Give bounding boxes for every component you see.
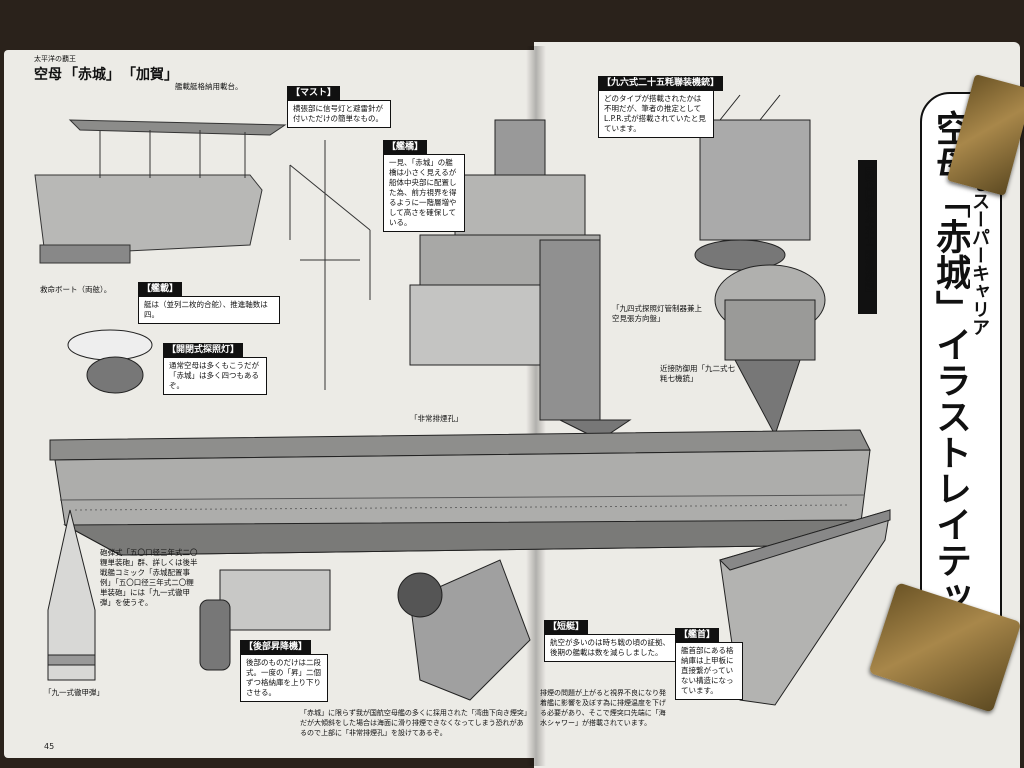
aa-gun-illustration: [694, 94, 811, 271]
title-panel: [920, 92, 1002, 656]
header-kaga: 「加賀」: [122, 67, 178, 83]
bridge-text: 一見、「赤城」の艦橋は小さく見えるが船体中央部に配置した為、前方視界を得るように…: [383, 154, 465, 232]
director-illustration: [714, 264, 826, 437]
header-akagi: 「赤城」: [64, 67, 120, 83]
bow-illustration: [719, 509, 891, 706]
page-number: 45: [44, 742, 55, 751]
mast-text: 横張部に信号灯と避雷針が付いただけの簡単なもの。: [287, 100, 391, 128]
elevator-label: 【後部昇降機】: [240, 640, 312, 655]
boat-caption: 救命ボート（両舷）。: [40, 285, 112, 294]
shell-caption: 「九一式徹甲弾」: [44, 688, 104, 697]
main-title: 空母「赤城」イラストレイテッ: [930, 110, 970, 614]
island-bridge-illustration: [409, 119, 632, 441]
cut-text: 航空が多いのは時ち戦の頃の証拠、後期の艦載は数を減らしました。: [544, 634, 678, 662]
header-prefix: 空母: [34, 67, 62, 83]
left-header: 空母 「赤城」 「加賀」: [34, 64, 178, 84]
bridge-label: 【艦橋】: [383, 140, 428, 155]
aa-text: どのタイプが搭載されたかは不明だが、筆者の推定としてL.P.R.式が搭載されてい…: [598, 90, 714, 138]
stern-detail-illustration: [34, 119, 287, 264]
hangar-label: 【艦首】: [675, 628, 720, 643]
gun-label: 【四五口径十年式十二糎高角砲】: [858, 160, 877, 314]
shell-illustration: [47, 509, 96, 681]
section-label: 太平洋の覇王: [34, 55, 76, 63]
bottom-text-left: 「赤城」に限らず我が国航空母艦の多くに採用された「湾曲下向き煙突」だが大傾斜をし…: [300, 709, 528, 737]
searchlight-label: 【開閉式探照灯】: [163, 343, 244, 358]
aa-label: 【九六式二十五粍聯装機銃】: [598, 76, 724, 91]
boats-label: 【艦載】: [138, 282, 183, 297]
caption-top: 艦載艇格納用載台。: [175, 82, 243, 91]
hangar-text: 艦首部にある格納庫は上甲板に直接繋がっていない構造になっています。: [675, 642, 743, 700]
mast-label: 【マスト】: [287, 86, 341, 101]
boats-text: 艇は（並列二枚的合舵）、推進軸数は四。: [138, 296, 280, 324]
shell-text: 砲弾式「五〇口径三年式二〇糎単装砲」群、詳しくは後半戦艦コミック「赤城配置事例」…: [100, 548, 198, 607]
funnel-cutaway-illustration: [397, 559, 531, 701]
boats-label-right: 【短艇】: [544, 620, 589, 635]
bottom-text-right: 排煙の問題が上がると視界不良になり発着艦に影響を及ぼす為に排煙温度を下げる必要が…: [540, 689, 666, 727]
mg-caption: 近接防御用「九二式七粍七機銃」: [660, 364, 735, 383]
funnel-caption: 「非常排煙孔」: [410, 414, 463, 423]
mast-illustration: [289, 140, 371, 390]
searchlight-text: 通常空母は多くもこうだが「赤城」は多く四つもあるぞ。: [163, 357, 267, 395]
searchlight-illustration: [67, 329, 153, 394]
elevator-text: 後部のものだけは二段式。一度の「昇」二個ずつ格納庫を上り下りさせる。: [240, 654, 328, 702]
elevator-illustration: [199, 569, 331, 671]
hull-illustration: [49, 429, 871, 556]
director-caption: 「九四式探照灯管制器兼上空見張方向盤」: [612, 304, 702, 323]
